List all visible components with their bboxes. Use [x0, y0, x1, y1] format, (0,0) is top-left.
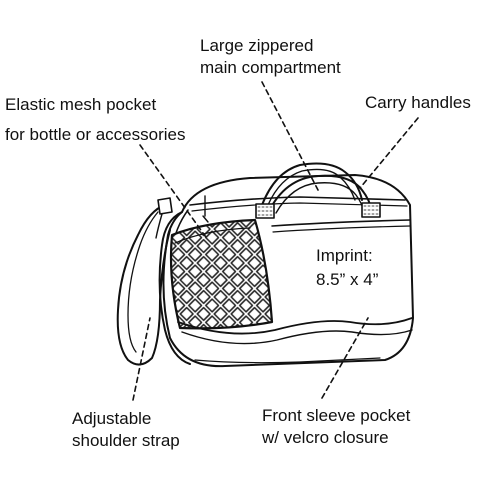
callout-imprint: Imprint: 8.5” x 4” [316, 244, 378, 292]
callout-front-sleeve: Front sleeve pocket w/ velcro closure [262, 405, 410, 449]
callout-mesh-pocket: Elastic mesh pocket for bottle or access… [5, 90, 185, 150]
callout-mesh-pocket-line-2: for bottle or accessories [5, 125, 186, 144]
handle-tab-left [255, 203, 275, 219]
leader-front-sleeve [321, 317, 369, 399]
callout-carry-handles: Carry handles [365, 92, 471, 114]
leader-mesh-pocket [139, 144, 209, 241]
callout-front-sleeve-line-2: w/ velcro closure [262, 428, 389, 447]
callout-shoulder-strap-line-1: Adjustable [72, 409, 152, 428]
sleeve-pocket-seam [271, 219, 411, 227]
carry-handle-front [267, 174, 373, 214]
leader-main-compartment [261, 81, 319, 191]
callout-front-sleeve-line-1: Front sleeve pocket [262, 406, 411, 425]
callout-shoulder-strap: Adjustable shoulder strap [72, 408, 180, 452]
bottom-trim [177, 317, 413, 335]
mesh-pocket-outline [169, 218, 274, 330]
callout-shoulder-strap-line-2: shoulder strap [72, 431, 180, 450]
leader-lines [132, 81, 419, 401]
shoulder-strap [116, 204, 171, 366]
leader-carry-handles [359, 117, 419, 189]
handle-tab-right [361, 202, 381, 218]
callout-mesh-pocket-line-1: Elastic mesh pocket [5, 95, 157, 114]
callout-main-compartment-line-1: Large zippered [200, 36, 314, 55]
callout-main-compartment-line-2: main compartment [200, 58, 341, 77]
callout-imprint-line-1: Imprint: [316, 246, 373, 265]
callout-carry-handles-line-1: Carry handles [365, 93, 471, 112]
leader-shoulder-strap [132, 317, 151, 401]
callout-main-compartment: Large zippered main compartment [200, 35, 341, 79]
callout-imprint-line-2: 8.5” x 4” [316, 270, 379, 289]
strap-buckle [157, 197, 173, 215]
